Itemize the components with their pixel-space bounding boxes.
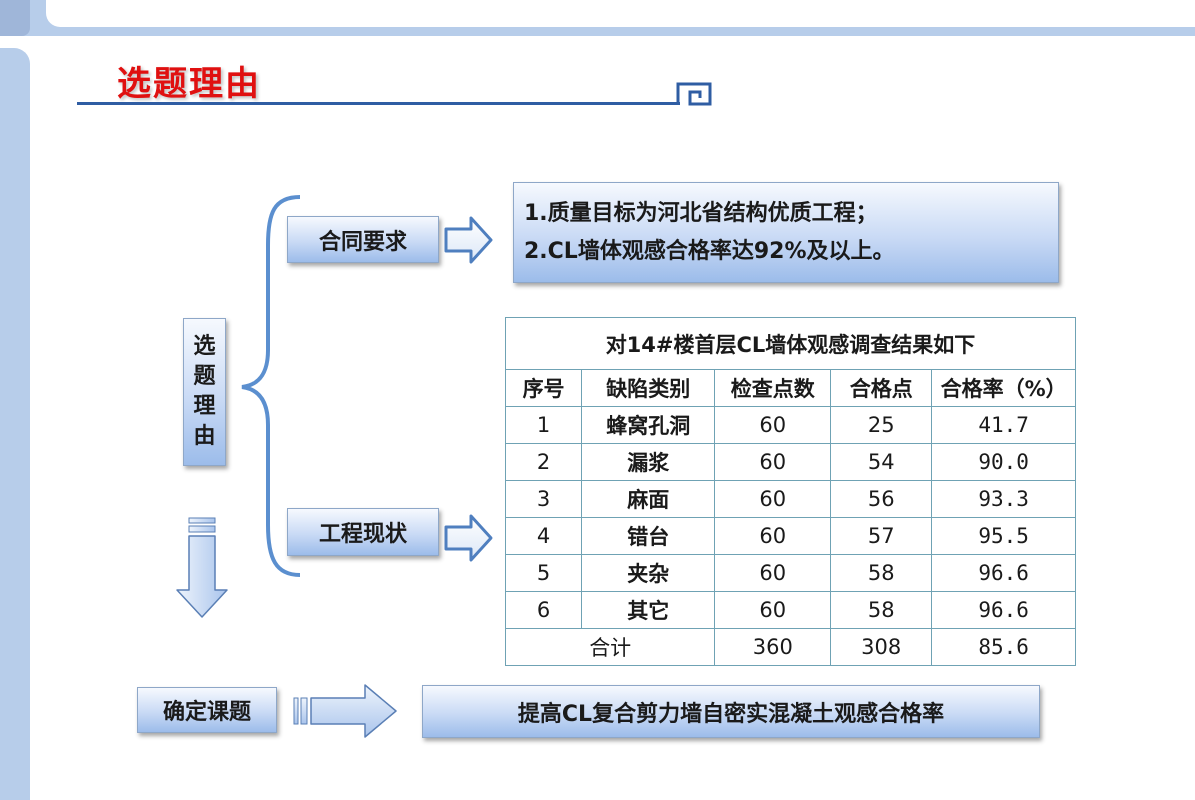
title-underline xyxy=(77,102,680,105)
cell-index: 1 xyxy=(504,406,583,444)
vertical-char-3: 理 xyxy=(193,394,216,419)
cell-index: 5 xyxy=(504,554,583,592)
table-total-row: 合计 360 308 85.6 xyxy=(504,628,1076,666)
vertical-char-2: 题 xyxy=(193,364,216,389)
project-status-label: 工程现状 xyxy=(287,508,439,556)
arrow-right-icon xyxy=(444,216,493,264)
cell-total-pass-rate: 85.6 xyxy=(931,628,1076,666)
table-row: 5 夹杂 60 58 96.6 xyxy=(504,554,1076,592)
cell-defect-type: 蜂窝孔洞 xyxy=(581,406,716,444)
table-row: 1 蜂窝孔洞 60 25 41.7 xyxy=(504,406,1076,444)
cell-check-points: 60 xyxy=(714,480,832,518)
cell-total-label: 合计 xyxy=(504,628,716,666)
header-pass-rate: 合格率（%） xyxy=(931,369,1076,407)
cell-qualified-points: 54 xyxy=(830,443,933,481)
cell-check-points: 60 xyxy=(714,517,832,555)
arrow-right-icon xyxy=(444,514,493,562)
top-frame-cutout xyxy=(46,0,1195,27)
cell-defect-type: 其它 xyxy=(581,591,716,629)
curly-brace xyxy=(241,195,301,577)
cell-index: 6 xyxy=(504,591,583,629)
cell-defect-type: 错台 xyxy=(581,517,716,555)
cell-check-points: 60 xyxy=(714,591,832,629)
cell-check-points: 60 xyxy=(714,443,832,481)
cell-qualified-points: 25 xyxy=(830,406,933,444)
cell-pass-rate: 41.7 xyxy=(931,406,1076,444)
cell-defect-type: 夹杂 xyxy=(581,554,716,592)
determine-topic-label: 确定课题 xyxy=(137,687,277,733)
cell-pass-rate: 93.3 xyxy=(931,480,1076,518)
header-index: 序号 xyxy=(504,369,583,407)
contract-requirement-label: 合同要求 xyxy=(287,216,439,263)
title-line-ornament xyxy=(676,82,712,106)
cell-qualified-points: 57 xyxy=(830,517,933,555)
cell-total-check-points: 360 xyxy=(714,628,832,666)
cell-index: 4 xyxy=(504,517,583,555)
table-header-row: 序号 缺陷类别 检查点数 合格点 合格率（%） xyxy=(504,369,1076,407)
table-row: 2 漏浆 60 54 90.0 xyxy=(504,443,1076,481)
header-defect-type: 缺陷类别 xyxy=(581,369,716,407)
vertical-char-4: 由 xyxy=(193,424,216,449)
header-qualified-points: 合格点 xyxy=(830,369,933,407)
cell-pass-rate: 90.0 xyxy=(931,443,1076,481)
cell-pass-rate: 96.6 xyxy=(931,554,1076,592)
cell-pass-rate: 96.6 xyxy=(931,591,1076,629)
cell-pass-rate: 95.5 xyxy=(931,517,1076,555)
table-caption: 对14#楼首层CL墙体观感调查结果如下 xyxy=(505,317,1076,370)
left-frame-bar xyxy=(0,48,30,800)
requirement-2: 2.CL墙体观感合格率达92%及以上。 xyxy=(524,238,895,264)
slide-title: 选题理由 xyxy=(117,64,261,104)
cell-qualified-points: 58 xyxy=(830,591,933,629)
cell-check-points: 60 xyxy=(714,406,832,444)
striped-arrow-right-icon xyxy=(293,684,397,738)
selected-topic-box: 提高CL复合剪力墙自密实混凝土观感合格率 xyxy=(422,685,1040,738)
cell-defect-type: 漏浆 xyxy=(581,443,716,481)
cell-total-qualified-points: 308 xyxy=(830,628,933,666)
corner-tab xyxy=(0,0,30,36)
cell-qualified-points: 58 xyxy=(830,554,933,592)
requirements-box: 1.质量目标为河北省结构优质工程； 2.CL墙体观感合格率达92%及以上。 xyxy=(513,182,1059,283)
requirement-1: 1.质量目标为河北省结构优质工程； xyxy=(524,200,878,226)
cell-qualified-points: 56 xyxy=(830,480,933,518)
header-check-points: 检查点数 xyxy=(714,369,832,407)
survey-table: 对14#楼首层CL墙体观感调查结果如下 序号 缺陷类别 检查点数 合格点 合格率… xyxy=(504,317,1076,666)
table-row: 6 其它 60 58 96.6 xyxy=(504,591,1076,629)
cell-index: 2 xyxy=(504,443,583,481)
cell-defect-type: 麻面 xyxy=(581,480,716,518)
table-row: 3 麻面 60 56 93.3 xyxy=(504,480,1076,518)
cell-check-points: 60 xyxy=(714,554,832,592)
arrow-down-icon xyxy=(176,517,228,618)
cell-index: 3 xyxy=(504,480,583,518)
table-row: 4 错台 60 57 95.5 xyxy=(504,517,1076,555)
reason-vertical-label: 选 题 理 由 xyxy=(183,318,226,466)
vertical-char-1: 选 xyxy=(193,334,216,359)
